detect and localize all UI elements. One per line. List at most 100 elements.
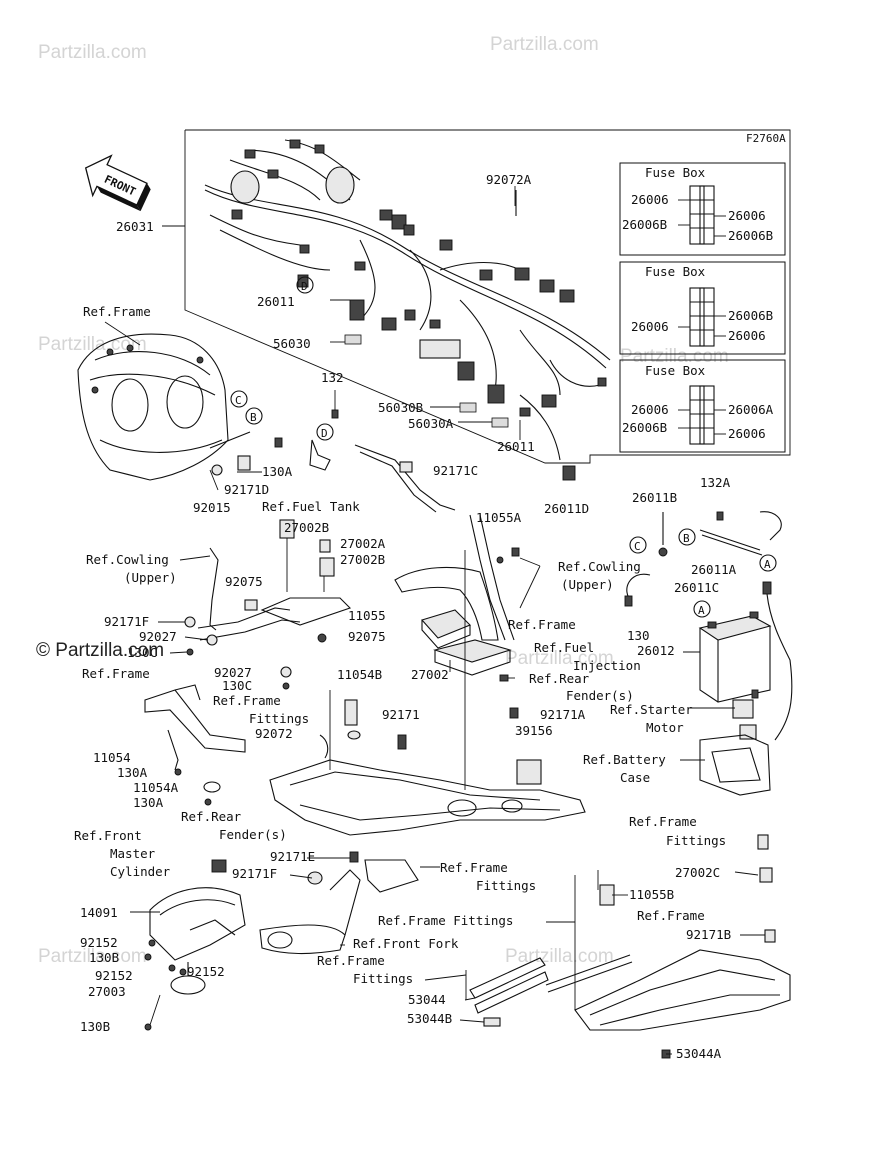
bracket-132 — [309, 390, 339, 471]
fuse-box-3: Fuse Box 26006 26006B 26006A 26006 — [619, 359, 786, 453]
fork-and-master-cylinder — [144, 851, 419, 1031]
part-label-26031: 26031 — [116, 219, 154, 234]
ref-label: Ref.Fuel Tank — [262, 499, 360, 514]
part-label-27002a: 27002A — [340, 536, 386, 551]
frame-fitting-strips — [465, 957, 549, 1027]
ref-label: Ref.Frame — [508, 617, 576, 632]
ref-label: Ref.Frame Fittings — [378, 913, 513, 928]
ref-label: Injection — [573, 658, 641, 673]
part-label-92075: 92075 — [225, 574, 263, 589]
callout-letter: A — [698, 604, 705, 617]
frame-piece-11055a — [394, 514, 520, 641]
watermark: Partzilla.com — [38, 42, 147, 63]
bracket-11054b — [319, 699, 407, 759]
ref-label: Ref.Frame — [83, 304, 151, 319]
part-label-92171: 92171 — [382, 707, 420, 722]
part-label-92171b: 92171B — [686, 927, 731, 942]
part-label: 26006 — [631, 402, 669, 417]
ref-label: Fittings — [353, 971, 413, 986]
part-label-11055: 11055 — [348, 608, 386, 623]
callout-letter: B — [683, 532, 690, 545]
ref-label: Master — [110, 846, 156, 861]
part-label-26012: 26012 — [637, 643, 675, 658]
ref-label: Ref.Front Fork — [353, 936, 459, 951]
part-label-132: 132 — [321, 370, 344, 385]
part-label-130c: 130C — [222, 678, 252, 693]
part-label-27002b: 27002B — [340, 552, 385, 567]
battery-26012 — [698, 611, 772, 703]
fuse-box-2: Fuse Box 26006B 26006 26006 — [619, 261, 786, 355]
part-label-39156: 39156 — [515, 723, 553, 738]
relay-modules — [279, 519, 335, 592]
part-label-92171f: 92171F — [104, 614, 149, 629]
part-label-27002: 27002 — [411, 667, 449, 682]
fuse-box-title: Fuse Box — [645, 363, 706, 378]
part-label-26011b: 26011B — [632, 490, 677, 505]
part-label-130b: 130B — [80, 1019, 110, 1034]
callout-letter: C — [235, 394, 242, 407]
reference-labels: Ref.Frame Ref.Fuel Tank Ref.Cowling (Upp… — [74, 304, 726, 986]
fuse-box-title: Fuse Box — [645, 165, 706, 180]
watermark: Partzilla.com — [490, 34, 599, 55]
part-label-26011: 26011 — [497, 439, 535, 454]
part-label-11054b: 11054B — [337, 667, 382, 682]
callout-letter: D — [321, 427, 328, 440]
fuse-box-title: Fuse Box — [645, 264, 706, 279]
callout-d-mid: D — [316, 423, 334, 441]
ref-label: Cylinder — [110, 864, 171, 879]
ecu-27002 — [421, 609, 471, 649]
part-label-26011c: 26011C — [674, 580, 719, 595]
left-bracket-assembly — [184, 547, 352, 690]
part-label-11055b: 11055B — [629, 887, 674, 902]
watermark: Partzilla.com — [620, 346, 729, 367]
part-label: 26006 — [631, 319, 669, 334]
ref-label: Ref.Front — [74, 828, 142, 843]
part-label-92171d: 92171D — [224, 482, 269, 497]
part-label-11055a: 11055A — [476, 510, 522, 525]
front-frame-drawing — [77, 321, 283, 481]
ref-label: Ref.Starter — [610, 702, 693, 717]
part-label-92072a: 92072A — [486, 172, 532, 187]
part-label-130: 130 — [627, 628, 650, 643]
watermark: Partzilla.com — [505, 648, 614, 669]
ref-label: (Upper) — [124, 570, 177, 585]
bracket-11054 — [144, 684, 246, 806]
part-label-92171f: 92171F — [232, 866, 277, 881]
part-label-92171c: 92171C — [433, 463, 478, 478]
part-label-53044b: 53044B — [407, 1011, 452, 1026]
part-label-92072: 92072 — [255, 726, 293, 741]
starter-harness — [624, 511, 793, 741]
part-label-11054a: 11054A — [133, 780, 179, 795]
ref-label: Ref.Frame — [629, 814, 697, 829]
rear-fender-undertray — [269, 550, 586, 836]
part-label-92171e: 92171E — [270, 849, 315, 864]
part-label-53044a: 53044A — [676, 1046, 722, 1061]
callout-a-battery: A — [693, 600, 711, 618]
fuel-injection-module — [433, 639, 512, 682]
callout-letter: D — [301, 280, 308, 293]
part-label-130b: 130B — [89, 950, 119, 965]
watermark: Partzilla.com — [38, 334, 147, 355]
watermark: Partzilla.com — [505, 946, 614, 967]
part-label-92171a: 92171A — [540, 707, 586, 722]
ref-label: Ref.Frame — [82, 666, 150, 681]
part-label: 26006B — [622, 420, 667, 435]
starter-relay-and-case — [699, 699, 771, 796]
ref-label: Ref.Rear — [181, 809, 242, 824]
ref-label: Ref.Rear — [529, 671, 590, 686]
assembly-outline — [184, 129, 791, 464]
ref-label: Fittings — [249, 711, 309, 726]
part-label-27002c: 27002C — [675, 865, 720, 880]
ref-label: Ref.Cowling — [558, 559, 641, 574]
part-label-92015: 92015 — [193, 500, 231, 515]
part-label-92152: 92152 — [187, 964, 225, 979]
front-arrow: FRONT — [84, 154, 151, 212]
ref-label: Fender(s) — [566, 688, 634, 703]
callout-b-left: B — [245, 407, 263, 425]
part-label-53044: 53044 — [408, 992, 446, 1007]
part-label-92152: 92152 — [80, 935, 118, 950]
part-label-27002b: 27002B — [284, 520, 329, 535]
callout-c-left: C — [230, 390, 248, 408]
copyright-notice: © Partzilla.com — [36, 640, 164, 661]
